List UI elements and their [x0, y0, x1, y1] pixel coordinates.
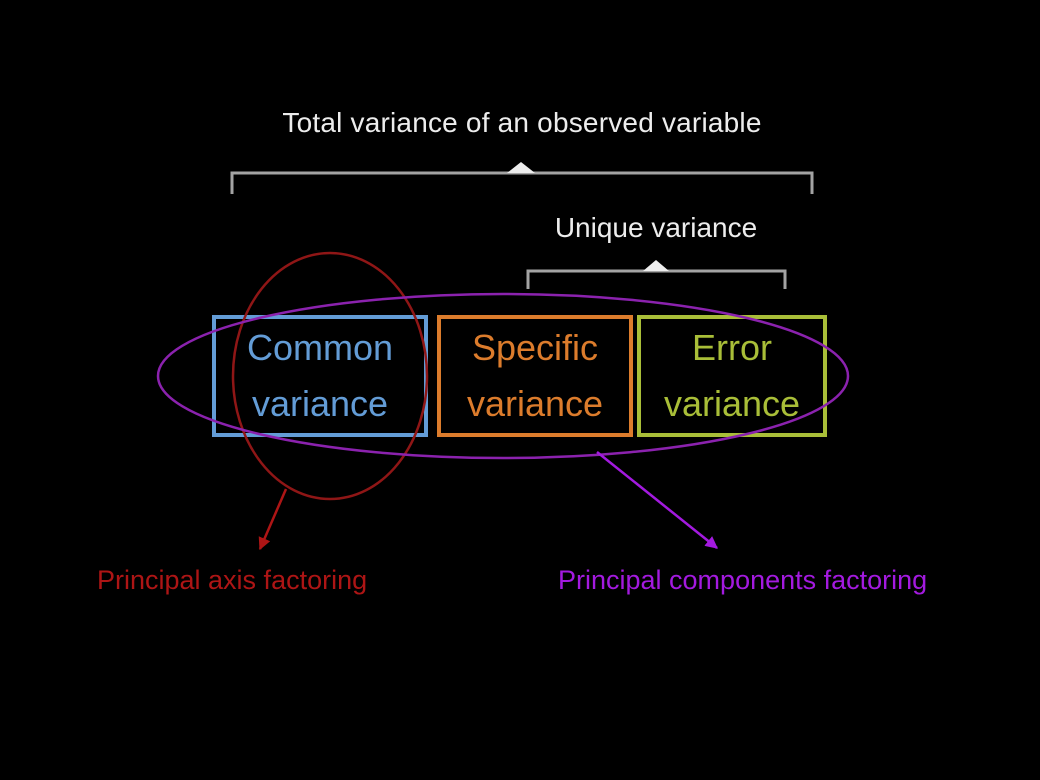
unique-variance-brace — [526, 269, 787, 289]
error-variance-box: Error variance — [637, 315, 827, 437]
specific-variance-line2: variance — [466, 383, 604, 424]
specific-variance-line1: Specific — [471, 327, 599, 368]
specific-variance-box: Specific variance — [437, 315, 633, 437]
total-variance-title: Total variance of an observed variable — [282, 107, 762, 138]
total-variance-brace-tip-icon — [507, 162, 535, 173]
common-variance-line2: variance — [251, 383, 389, 424]
pcf-arrow — [596, 451, 718, 549]
error-variance-line1: Error — [692, 327, 772, 368]
total-variance-brace — [230, 171, 814, 194]
principal-components-factoring-label: Principal components factoring — [558, 565, 928, 595]
unique-variance-label: Unique variance — [554, 212, 758, 243]
common-variance-box: Common variance — [212, 315, 428, 437]
unique-variance-brace-tip-icon — [643, 260, 669, 271]
paf-arrow — [258, 488, 288, 551]
common-variance-line1: Common — [246, 327, 394, 368]
error-variance-line2: variance — [663, 383, 801, 424]
principal-axis-factoring-label: Principal axis factoring — [97, 565, 368, 595]
